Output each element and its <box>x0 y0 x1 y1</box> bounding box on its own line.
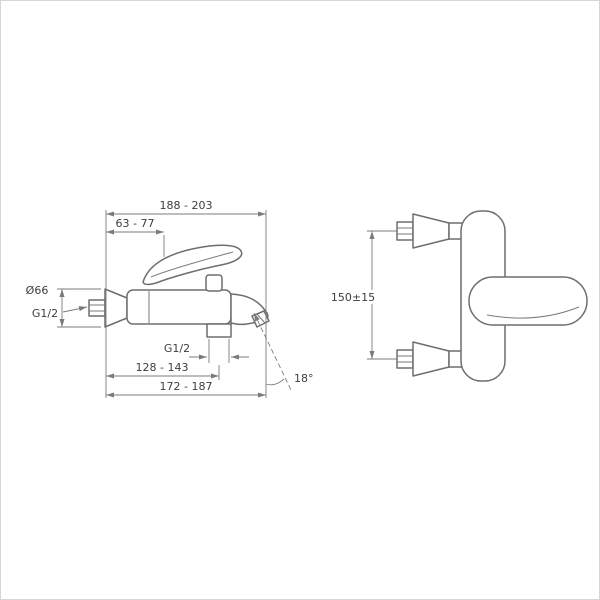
dim-overall-reach-label: 172 - 187 <box>160 380 213 393</box>
escutcheon-side <box>104 288 128 328</box>
inlet-nut-side <box>88 299 106 317</box>
side-view-dimensions: 188 - 203 63 - 77 Ø66 G1/2 G1/2 128 - 14… <box>26 199 314 398</box>
handle-detail-line <box>150 251 234 278</box>
front-view-drawing: 150±15 <box>328 210 588 382</box>
dim-spout-reach-label: 128 - 143 <box>136 361 189 374</box>
inlet-nut-bottom-front <box>396 349 414 369</box>
handle-detail-line <box>486 306 580 319</box>
front-view-faucet <box>396 210 588 382</box>
dim-label-background <box>328 290 378 304</box>
dim-escutcheon-diameter-label: Ø66 <box>26 284 49 297</box>
faucet-body-side <box>126 289 232 325</box>
dim-handle-offset-label: 63 - 77 <box>116 217 155 230</box>
dim-inlet-thread-label: G1/2 <box>32 307 58 320</box>
escutcheon-bottom-front <box>412 341 450 377</box>
escutcheon-top-front <box>412 213 450 249</box>
dim-spout-angle-label: 18° <box>294 372 314 385</box>
spout-angle-arc <box>265 378 285 386</box>
dim-outlet-thread-label: G1/2 <box>164 342 190 355</box>
shower-outlet-side <box>206 323 232 338</box>
front-view-dimensions: 150±15 <box>328 230 397 360</box>
handle-lever-front <box>468 276 588 326</box>
spout-angle-axis-line <box>253 312 293 393</box>
side-view-faucet <box>88 244 270 338</box>
inlet-nut-top-front <box>396 221 414 241</box>
dim-overall-width-label: 188 - 203 <box>160 199 213 212</box>
handle-lever-side <box>142 244 243 286</box>
leader-inlet-thread <box>62 306 88 313</box>
dim-inlet-spacing-label: 150±15 <box>331 291 375 304</box>
side-view-drawing: 188 - 203 63 - 77 Ø66 G1/2 G1/2 128 - 14… <box>26 199 314 398</box>
diverter-knob-side <box>205 274 223 292</box>
